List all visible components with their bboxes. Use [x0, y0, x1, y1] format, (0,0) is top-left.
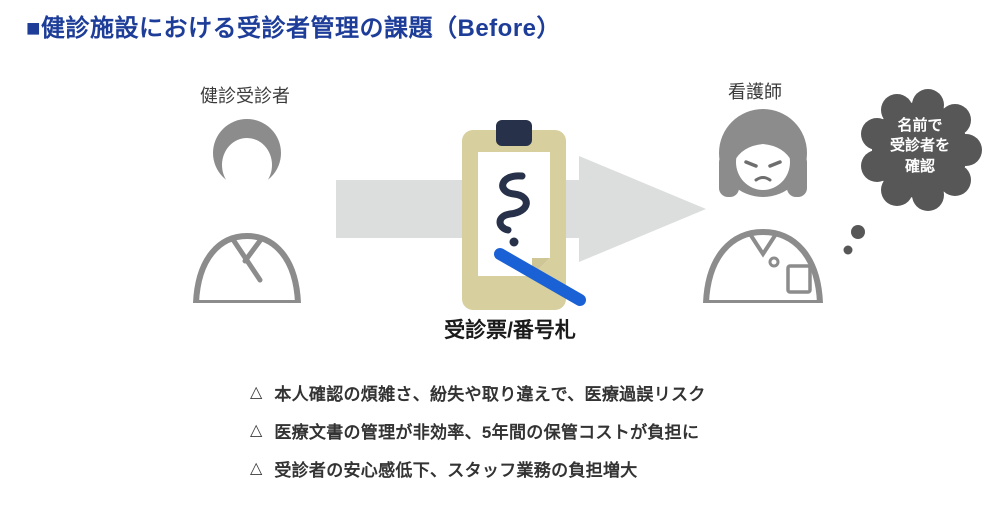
page-title: ■健診施設における受診者管理の課題（Before）	[26, 15, 562, 42]
triangle-marker: △	[250, 459, 263, 477]
bubble-line-3: 確認	[904, 157, 935, 175]
issues-list: △ 本人確認の煩雑さ、紛失や取り違えで、医療過誤リスク △ 医療文書の管理が非効…	[250, 380, 706, 494]
nurse-person-icon	[702, 109, 824, 303]
examinee-person-icon	[192, 119, 302, 303]
issue-item: △ 医療文書の管理が非効率、5年間の保管コストが負担に	[250, 418, 706, 443]
issue-item: △ 受診者の安心感低下、スタッフ業務の負担増大	[250, 456, 706, 481]
issue-text: 本人確認の煩雑さ、紛失や取り違えで、医療過誤リスク	[274, 385, 706, 404]
triangle-marker: △	[250, 421, 263, 439]
issue-item: △ 本人確認の煩雑さ、紛失や取り違えで、医療過誤リスク	[250, 380, 706, 405]
issue-text: 医療文書の管理が非効率、5年間の保管コストが負担に	[274, 423, 700, 442]
clipboard-pen-icon	[462, 120, 586, 310]
nurse-label: 看護師	[728, 82, 782, 102]
examinee-label: 健診受診者	[200, 86, 290, 106]
issue-text: 受診者の安心感低下、スタッフ業務の負担増大	[274, 461, 638, 480]
triangle-marker: △	[250, 383, 263, 401]
item-label: 受診票/番号札	[444, 319, 576, 342]
bubble-line-1: 名前で	[897, 117, 943, 134]
thought-bubble-text: 名前で 受診者を 確認	[852, 116, 988, 177]
thought-bubble-icon	[843, 89, 982, 255]
bubble-line-2: 受診者を	[889, 137, 950, 155]
